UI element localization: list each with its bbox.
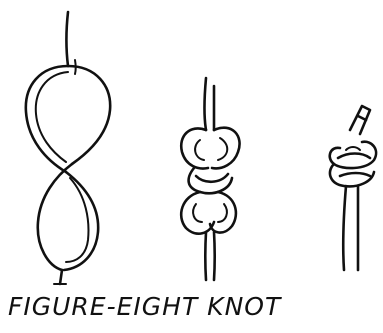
knot-stage-tightened [330, 106, 376, 270]
caption: FIGURE-EIGHT KNOT [8, 292, 380, 321]
knot-stage-dressed [181, 78, 239, 280]
knot-stage-loose [26, 12, 110, 284]
